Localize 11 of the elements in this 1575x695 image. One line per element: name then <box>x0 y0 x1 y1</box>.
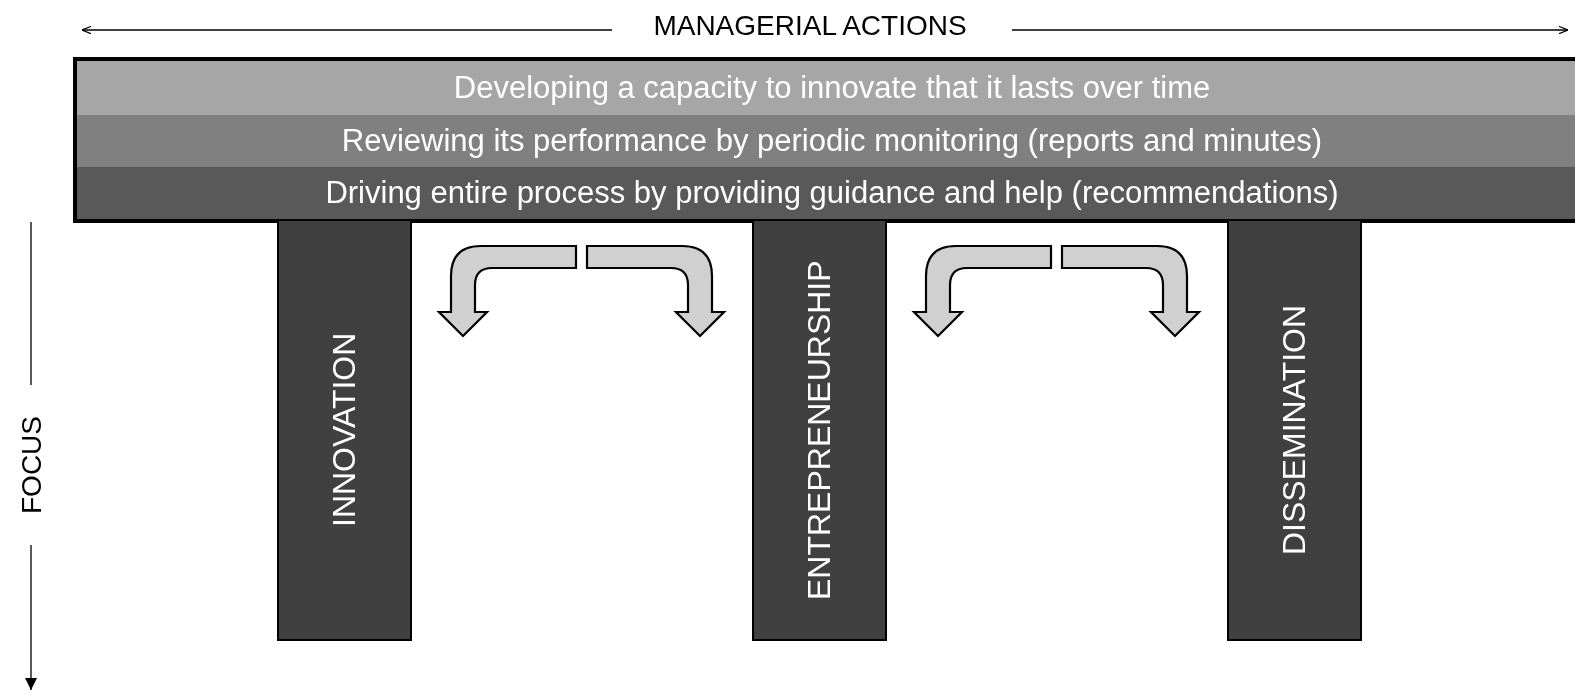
pillar-box: INNOVATION <box>277 219 412 641</box>
curved-block-arrow <box>912 244 1053 338</box>
pillar-box: DISSEMINATION <box>1227 219 1362 641</box>
axis-label: FOCUS <box>16 416 48 514</box>
curved-block-arrow <box>1060 244 1201 338</box>
axis-label: MANAGERIAL ACTIONS <box>653 10 967 42</box>
band-bar: Developing a capacity to innovate that it lasts over time <box>77 61 1575 115</box>
curved-block-arrow <box>585 244 726 338</box>
curved-block-arrow <box>437 244 578 338</box>
pillar-box: ENTREPRENEURSHIP <box>752 219 887 641</box>
band-bar: Reviewing its performance by periodic monitoring (reports and minutes) <box>77 115 1575 167</box>
